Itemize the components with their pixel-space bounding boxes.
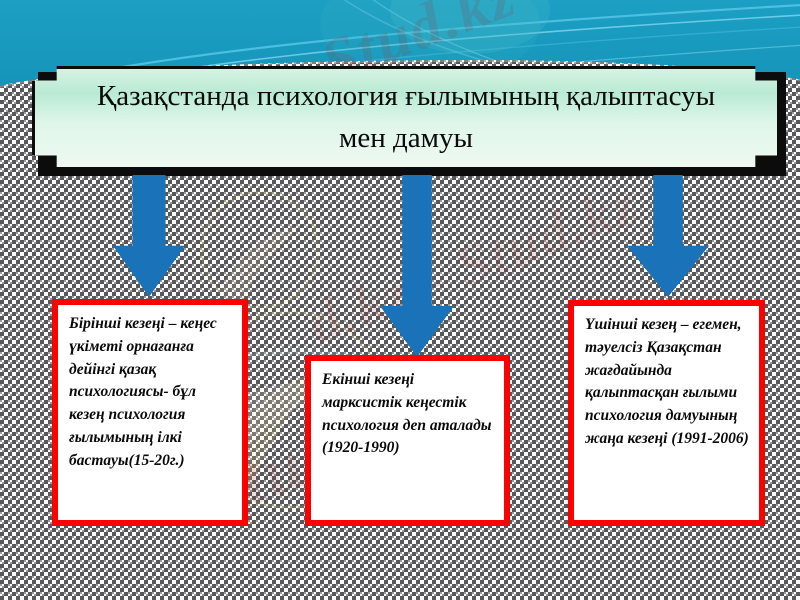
stage-two-text: Екінші кезеңі марксистік кеңестік психол… <box>322 371 492 457</box>
stage-three-box: Үшінші кезең – егемен, тәуелсіз Қазақста… <box>568 300 765 526</box>
stage-two-box: Екінші кезеңі марксистік кеңестік психол… <box>305 355 510 526</box>
stage-one-text: Бірінші кезеңі – кеңес үкіметі орнағанға… <box>69 315 217 469</box>
stage-three-text: Үшінші кезең – егемен, тәуелсіз Қазақста… <box>585 316 749 447</box>
stage-one-box: Бірінші кезеңі – кеңес үкіметі орнағанға… <box>52 299 248 526</box>
page-title: Қазақстанда психология ғылымының қалыпта… <box>96 80 716 154</box>
title-banner: Қазақстанда психология ғылымының қалыпта… <box>32 66 780 170</box>
